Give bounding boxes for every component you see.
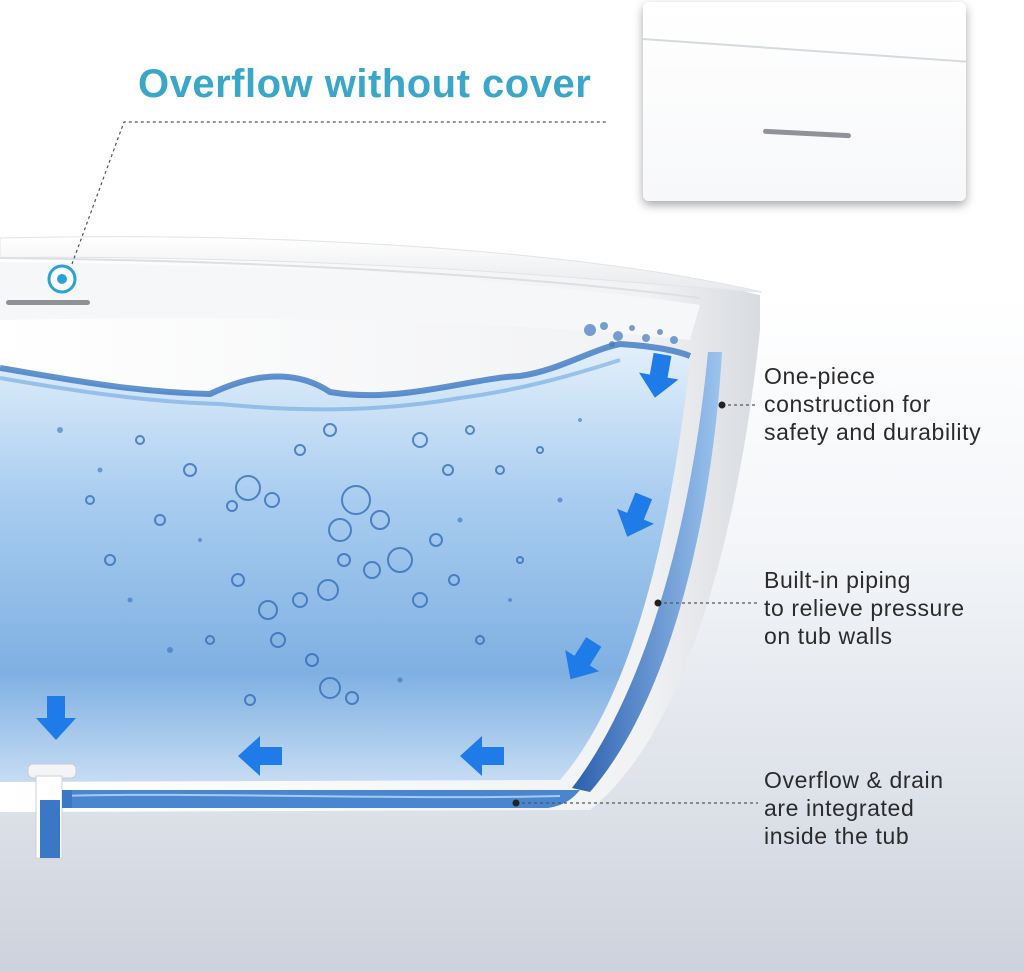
leader-lines — [71, 121, 758, 804]
arrow-icon — [638, 352, 679, 398]
water-body — [0, 344, 690, 782]
callout-built-in-piping: Built-in piping to relieve pressure on t… — [764, 567, 965, 649]
arrow-icon — [238, 736, 282, 776]
rim-overflow-slot — [6, 300, 90, 305]
headline: Overflow without cover — [138, 62, 592, 106]
arrow-icon — [616, 492, 655, 537]
overflow-closeup-inset — [643, 2, 966, 201]
bubbles — [85, 423, 544, 706]
water-splash — [584, 322, 678, 347]
drain-pipe-icon — [27, 763, 77, 859]
callout-overflow-drain: Overflow & drain are integrated inside t… — [764, 767, 944, 849]
tub-rim — [0, 236, 763, 293]
arrow-icon — [565, 637, 602, 680]
callout-one-piece: One-piece construction for safety and du… — [764, 363, 982, 445]
flow-arrows — [36, 352, 679, 776]
bottom-piping — [60, 790, 580, 808]
inset-rim-line — [643, 38, 966, 64]
leader-dots — [512, 401, 726, 807]
arrow-icon — [36, 696, 76, 740]
overflow-ring-icon — [47, 264, 77, 294]
inset-overflow-slot — [762, 128, 852, 139]
wall-piping — [572, 352, 722, 792]
arrow-icon — [460, 736, 504, 776]
